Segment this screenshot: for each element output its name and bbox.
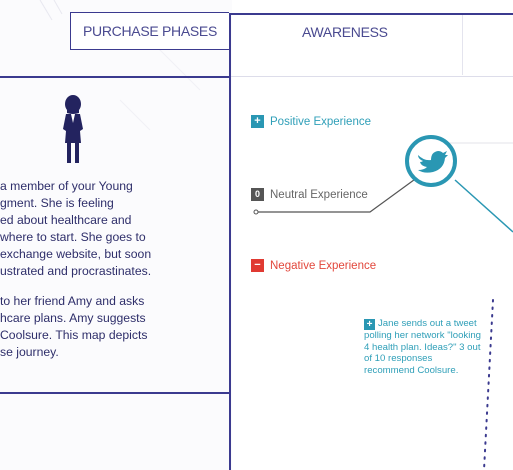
header-divider <box>231 76 513 77</box>
persona-woman-icon <box>63 95 83 163</box>
plus-icon: + <box>364 319 375 330</box>
header-top-border <box>229 13 513 15</box>
persona-top-border <box>0 76 231 78</box>
neutral-journey-line <box>258 176 419 213</box>
neutral-experience-legend: 0 Neutral Experience <box>251 188 368 201</box>
neutral-start-point <box>253 209 259 215</box>
touchpoint-note: +Jane sends out a tweet polling her netw… <box>364 318 482 376</box>
panel-divider <box>229 13 231 470</box>
column-divider <box>462 15 463 75</box>
touchpoint-note-text: Jane sends out a tweet polling her netwo… <box>364 318 481 376</box>
persona-panel-background <box>0 0 232 470</box>
persona-paragraph: to her friend Amy and asks hcare plans. … <box>0 294 148 359</box>
minus-icon: − <box>251 259 264 272</box>
persona-bottom-border <box>0 392 231 394</box>
purchase-phases-tab[interactable]: PURCHASE PHASES <box>70 12 229 50</box>
positive-experience-label: Positive Experience <box>270 115 371 128</box>
neutral-experience-label: Neutral Experience <box>270 188 368 201</box>
positive-experience-legend: + Positive Experience <box>251 115 371 128</box>
persona-description: a member of your Young gment. She is fee… <box>0 178 228 374</box>
dotted-bracket <box>483 299 494 470</box>
purchase-phases-label: PURCHASE PHASES <box>83 23 217 39</box>
awareness-phase-label: AWARENESS <box>302 24 388 40</box>
persona-paragraph: a member of your Young gment. She is fee… <box>0 179 152 278</box>
zero-icon: 0 <box>251 188 264 201</box>
negative-experience-legend: − Negative Experience <box>251 259 376 272</box>
twitter-bird-icon[interactable] <box>404 134 458 188</box>
journey-connector-line <box>454 179 513 233</box>
plus-icon: + <box>251 115 264 128</box>
negative-experience-label: Negative Experience <box>270 259 377 272</box>
